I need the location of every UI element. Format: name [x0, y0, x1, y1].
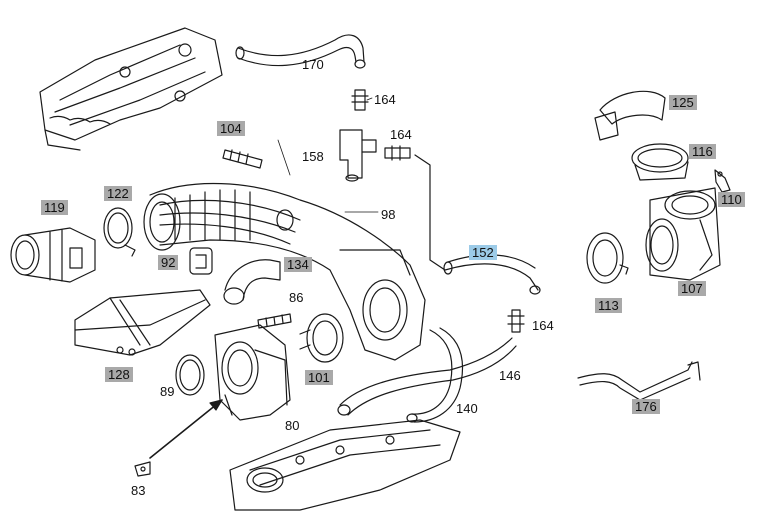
hose-146	[337, 337, 517, 416]
hose-152	[414, 154, 541, 295]
callout-146: 146	[499, 368, 521, 383]
ring-116	[631, 143, 689, 181]
callout-164-right: 164	[532, 318, 554, 333]
part-92	[189, 247, 213, 275]
callout-86: 86	[289, 290, 304, 305]
fitting-164-top	[351, 89, 369, 111]
fitting-164-right	[507, 309, 525, 333]
arrow-83	[149, 399, 223, 459]
callout-125: 125	[669, 95, 697, 110]
clip-83	[134, 461, 151, 477]
filter-housing-128	[74, 289, 211, 356]
callout-158: 158	[302, 149, 324, 164]
callout-170: 170	[302, 57, 324, 72]
intake-manifold	[229, 419, 461, 511]
callout-101: 101	[305, 370, 333, 385]
callout-98: 98	[381, 207, 396, 222]
bolt-104	[222, 149, 263, 169]
callout-116: 116	[689, 144, 716, 159]
throttle-body-80	[214, 324, 291, 421]
clamp-122	[103, 207, 136, 257]
callout-113: 113	[595, 298, 622, 313]
ring-113	[586, 232, 629, 284]
engine-cover	[39, 27, 223, 151]
bracket-110	[714, 169, 731, 193]
callout-152: 152	[469, 245, 497, 260]
callout-80: 80	[285, 418, 300, 433]
callout-92: 92	[158, 255, 179, 270]
callout-128: 128	[105, 367, 133, 382]
callout-110: 110	[718, 192, 745, 207]
hose-134	[223, 259, 281, 305]
fitting-164-mid	[384, 145, 411, 161]
callout-83: 83	[131, 483, 146, 498]
callout-164-top: 164	[374, 92, 396, 107]
hose-170	[235, 34, 366, 69]
housing-107	[645, 187, 721, 281]
gasket-89	[175, 354, 205, 396]
callout-89: 89	[160, 384, 175, 399]
callout-164-mid: 164	[390, 127, 412, 142]
sensor-119	[10, 227, 96, 283]
callout-119: 119	[41, 200, 68, 215]
callout-107: 107	[678, 281, 706, 296]
pipe-176	[577, 361, 701, 401]
clip-125	[594, 90, 666, 141]
bolt-86	[257, 313, 292, 329]
callout-140: 140	[456, 401, 478, 416]
callout-176: 176	[632, 399, 660, 414]
tpiece-158	[339, 129, 377, 182]
leader-lines	[277, 97, 379, 213]
intake-duct-98	[143, 182, 426, 361]
callout-122: 122	[104, 186, 132, 201]
clamp-101	[299, 313, 344, 363]
callout-104: 104	[217, 121, 245, 136]
callout-134: 134	[284, 257, 312, 272]
hose-140	[406, 327, 464, 423]
